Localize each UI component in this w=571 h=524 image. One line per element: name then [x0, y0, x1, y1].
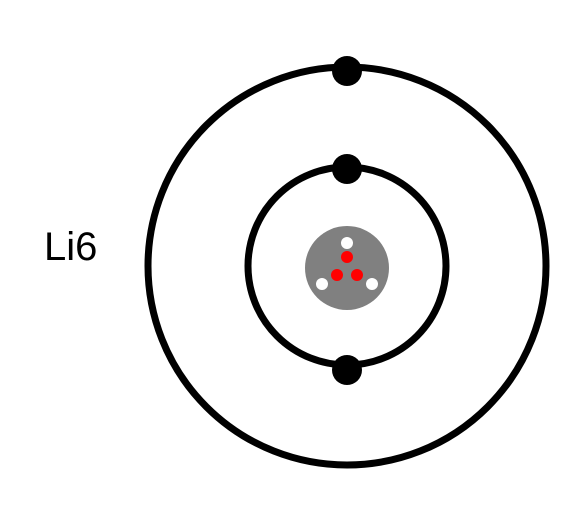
electron-inner-top [332, 154, 362, 184]
atom-label: Li6 [44, 225, 98, 269]
nucleus [305, 226, 389, 310]
electron-outer [332, 56, 362, 86]
neutron-left [316, 278, 328, 290]
proton-top [341, 251, 353, 263]
electron-inner-bottom [332, 355, 362, 385]
neutron-right [366, 278, 378, 290]
proton-left [331, 269, 343, 281]
neutron-top [341, 237, 353, 249]
proton-right [351, 269, 363, 281]
